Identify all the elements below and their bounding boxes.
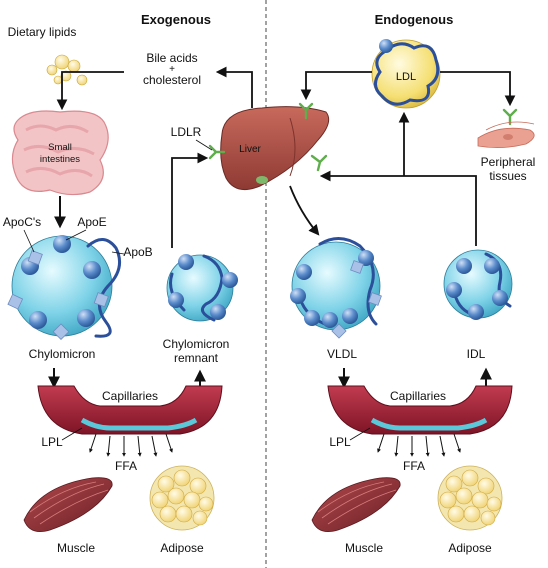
idl-particle bbox=[443, 249, 513, 320]
label-remnant: remnant bbox=[174, 351, 219, 365]
ldlr-receptor-top-icon bbox=[298, 102, 314, 120]
label-idl: IDL bbox=[467, 347, 486, 361]
label-adipose-left: Adipose bbox=[160, 541, 204, 555]
muscle-right bbox=[311, 477, 401, 533]
label-apoc: ApoC's bbox=[3, 215, 41, 229]
capillary-left bbox=[37, 385, 223, 435]
peripheral-tissue-cells bbox=[477, 121, 535, 148]
label-muscle-right: Muscle bbox=[345, 541, 383, 555]
label-bile-plus: + bbox=[169, 64, 175, 75]
lpl-pointer-left bbox=[61, 427, 83, 441]
label-apob: ApoB bbox=[123, 245, 152, 259]
label-capillaries-right: Capillaries bbox=[390, 389, 446, 403]
arrow-idl-to-liver bbox=[319, 170, 477, 246]
ldlr-pointer bbox=[195, 139, 213, 151]
label-vldl: VLDL bbox=[327, 347, 357, 361]
apoe-pointer bbox=[65, 229, 87, 241]
label-tissues: tissues bbox=[489, 169, 526, 183]
vldl-particle bbox=[290, 237, 382, 339]
chylomicron-remnant-particle bbox=[166, 254, 238, 322]
label-lpl-right: LPL bbox=[329, 435, 351, 449]
adipose-right bbox=[437, 465, 503, 531]
dietary-lipids-droplets bbox=[46, 54, 88, 86]
ffa-arrows-left bbox=[89, 433, 173, 457]
arrow-ldl-to-peripheral bbox=[440, 71, 516, 107]
label-capillaries-left: Capillaries bbox=[102, 389, 158, 403]
ffa-arrows-right bbox=[377, 433, 461, 457]
adipose-left bbox=[149, 465, 215, 531]
heading-exogenous: Exogenous bbox=[141, 12, 211, 27]
label-ffa-left: FFA bbox=[115, 459, 137, 473]
label-adipose-right: Adipose bbox=[448, 541, 492, 555]
liver-organ bbox=[220, 106, 330, 191]
ldlr-receptor-icon bbox=[208, 144, 226, 160]
label-cholesterol: cholesterol bbox=[143, 73, 201, 87]
label-bile-acids: Bile acids bbox=[146, 51, 197, 65]
arrow-bile-to-intestines bbox=[56, 71, 124, 111]
ldlr-receptor-right-icon bbox=[310, 154, 328, 172]
label-chylomicron: Chylomicron bbox=[29, 347, 96, 361]
heading-endogenous: Endogenous bbox=[375, 12, 454, 27]
label-intestines: intestines bbox=[40, 154, 80, 165]
label-chylomicron-remnant: Chylomicron bbox=[163, 337, 230, 351]
label-ldl: LDL bbox=[396, 71, 416, 83]
apob-pointer bbox=[111, 251, 125, 255]
arrow-liver-to-bile bbox=[215, 66, 253, 108]
capillary-right bbox=[327, 385, 513, 435]
lpl-pointer-right bbox=[349, 427, 371, 441]
apoc-pointer bbox=[23, 229, 35, 253]
label-lpl-left: LPL bbox=[41, 435, 63, 449]
chylomicron-particle bbox=[7, 235, 122, 341]
label-muscle-left: Muscle bbox=[57, 541, 95, 555]
label-ldlr: LDLR bbox=[171, 125, 202, 139]
small-intestines bbox=[11, 110, 109, 196]
label-small: Small bbox=[48, 142, 72, 153]
muscle-left bbox=[23, 477, 113, 533]
label-dietary-lipids: Dietary lipids bbox=[8, 25, 77, 39]
label-peripheral: Peripheral bbox=[481, 155, 536, 169]
ldl-particle bbox=[371, 39, 441, 109]
label-liver: Liver bbox=[239, 144, 261, 155]
arrow-ldl-to-liver bbox=[300, 71, 372, 101]
label-ffa-right: FFA bbox=[403, 459, 425, 473]
arrow-liver-to-vldl bbox=[289, 185, 320, 236]
label-apoe: ApoE bbox=[77, 215, 106, 229]
arrow-remnant-to-liver bbox=[171, 152, 209, 248]
